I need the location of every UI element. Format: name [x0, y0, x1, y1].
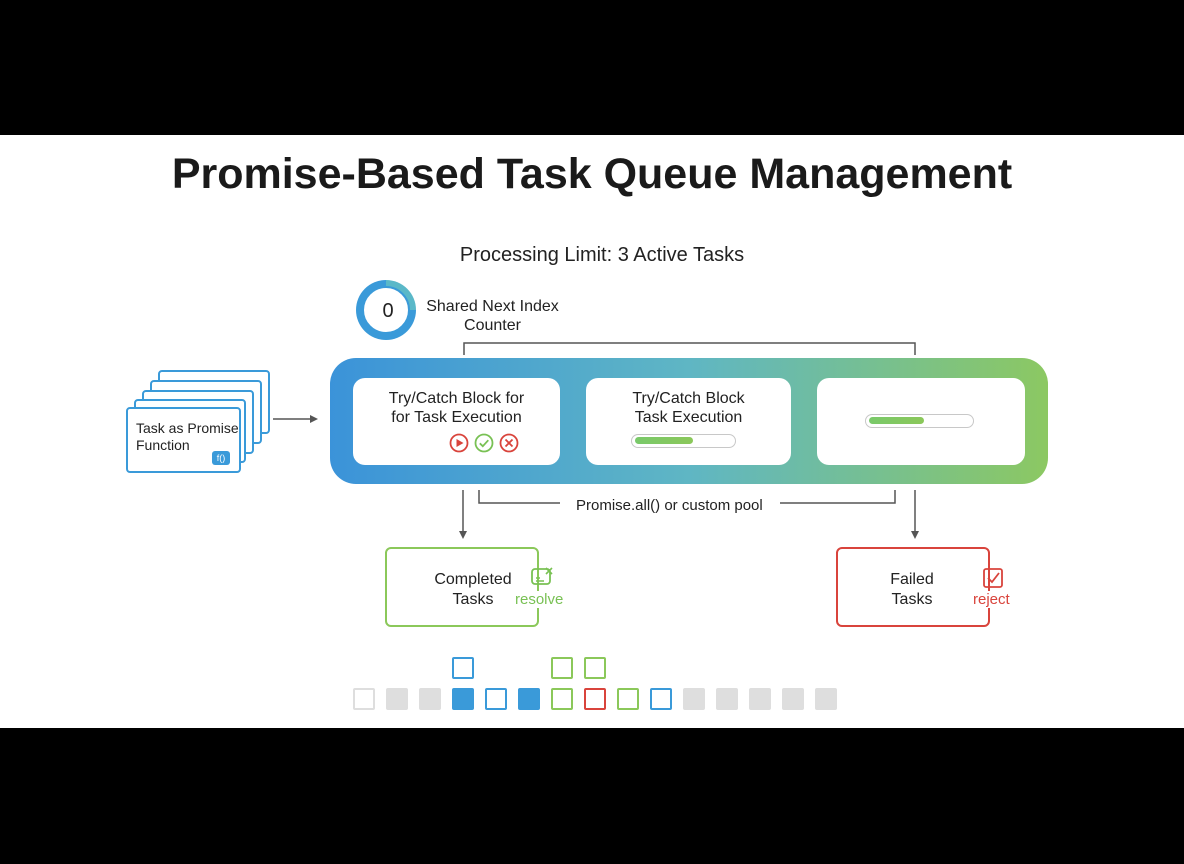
x-circle-icon [499, 433, 519, 453]
slot-2-line2: Task Execution [634, 409, 743, 426]
completed-arrow-head [459, 531, 467, 539]
slot-2-progress-bar [631, 434, 736, 448]
counter-ring: 0 [356, 280, 416, 340]
bottom-bracket-right [780, 490, 896, 504]
counter-label-line1: Shared Next Index [426, 298, 559, 315]
slot-3-progress-fill [869, 417, 924, 424]
slot-1-status-icons [449, 433, 519, 453]
failed-tasks-box[interactable]: Failed Tasks [836, 547, 990, 627]
reject-tag: reject [973, 591, 1010, 608]
task-card-line2: Function [136, 437, 190, 453]
worker-slot-1[interactable]: Try/Catch Block for for Task Execution [353, 378, 560, 465]
failed-line1: Failed [890, 571, 934, 588]
worker-slot-3[interactable] [817, 378, 1025, 465]
processing-limit-label: Processing Limit: 3 Active Tasks [459, 244, 745, 266]
completed-line2: Tasks [452, 591, 494, 608]
slot-3-progress-bar [865, 414, 974, 428]
completed-tasks-box[interactable]: Completed Tasks [385, 547, 539, 627]
failed-line2: Tasks [891, 591, 933, 608]
slot-2-progress-fill [635, 437, 693, 444]
slot-1-line1: Try/Catch Block for [388, 390, 525, 407]
worker-slot-2[interactable]: Try/Catch Block Task Execution [586, 378, 791, 465]
bottom-bracket-left [478, 490, 560, 504]
failed-arrow-head [911, 531, 919, 539]
top-bracket [463, 342, 916, 355]
input-arrow-head [310, 415, 318, 423]
task-card-front[interactable]: Task as Promise Function f() [126, 407, 241, 473]
check-circle-icon [474, 433, 494, 453]
task-card-line1: Task as Promise [136, 420, 239, 436]
play-icon [449, 433, 469, 453]
counter-label-line2: Counter [464, 317, 521, 334]
pool-note: Promise.all() or custom pool [570, 497, 769, 514]
slot-1-line2: for Task Execution [391, 409, 522, 426]
counter-label: Shared Next Index Counter [420, 297, 565, 335]
counter-value: 0 [382, 300, 394, 322]
page-title: Promise-Based Task Queue Management [171, 150, 1013, 198]
resolve-icon [531, 567, 553, 585]
slot-2-line1: Try/Catch Block [632, 390, 745, 407]
resolve-tag: resolve [515, 591, 564, 608]
completed-line1: Completed [434, 571, 512, 588]
function-icon: f() [212, 451, 230, 465]
counter-inner: 0 [362, 286, 410, 334]
reject-icon [983, 568, 1003, 588]
